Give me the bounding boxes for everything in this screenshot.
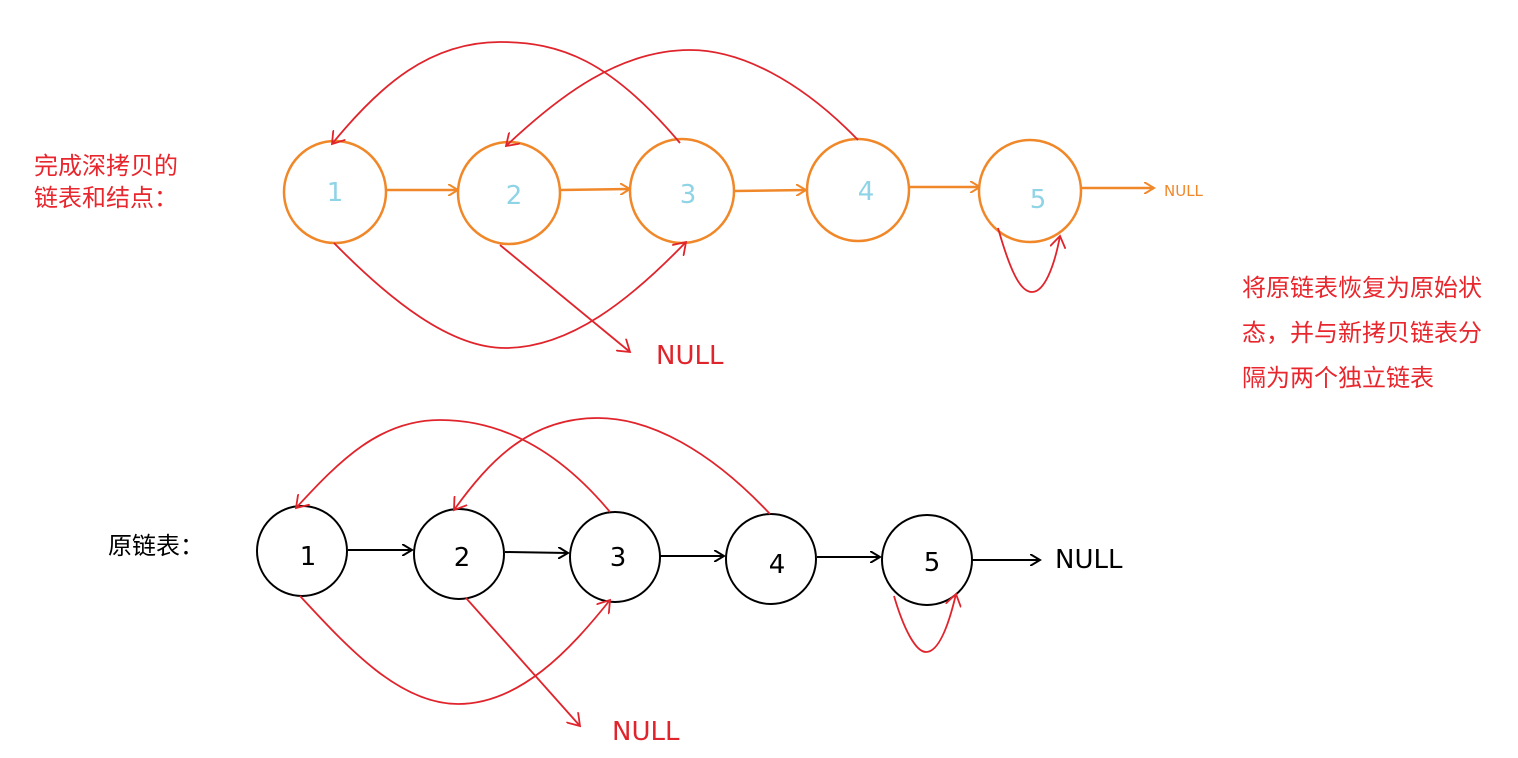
original-list: 1 2 3 4 5 NULL NULL (256, 417, 1123, 747)
original-random-4-to-2 (454, 417, 771, 515)
copied-random-5-self (997, 227, 1060, 293)
copied-random-null: NULL (656, 341, 724, 371)
original-random-3-to-1 (296, 419, 611, 513)
restore-note-text: 将原链表恢复为原始状态，并与新拷贝链表分隔为两个独立链表 (1242, 274, 1482, 392)
original-random-null: NULL (612, 717, 680, 747)
original-node-3-value: 3 (610, 543, 627, 573)
original-node-5-value: 5 (924, 548, 941, 578)
copied-node-4: 4 (805, 137, 911, 243)
original-list-label: 原链表： (108, 532, 204, 560)
original-random-1-to-3 (299, 595, 610, 705)
original-random-5-self (893, 594, 956, 653)
copied-node-1-value: 1 (327, 178, 344, 208)
copied-next-2-3 (559, 189, 630, 190)
copied-list-label-line-1: 完成深拷贝的 (34, 152, 178, 180)
copied-random-1-to-3 (333, 242, 686, 349)
original-node-4: 4 (725, 513, 817, 605)
copied-node-4-value: 4 (858, 177, 875, 207)
copied-random-4-to-2 (506, 49, 859, 146)
copied-node-5: 5 (977, 138, 1083, 244)
copied-node-2: 2 (456, 140, 562, 246)
copied-node-5-value: 5 (1030, 185, 1047, 215)
copied-list: 1 2 3 4 5 NULL NULL (282, 41, 1204, 371)
copied-list-label-line-2: 链表和结点： (34, 184, 178, 212)
copied-node-1: 1 (282, 139, 388, 245)
original-node-4-value: 4 (769, 550, 786, 580)
original-random-2-to-null (465, 597, 580, 726)
original-node-1: 1 (256, 505, 348, 597)
original-node-2-value: 2 (454, 543, 471, 573)
copied-list-label: 完成深拷贝的 链表和结点： (34, 150, 178, 214)
original-node-2: 2 (413, 508, 505, 600)
copied-node-3-value: 3 (680, 180, 697, 210)
original-node-5: 5 (881, 514, 973, 606)
original-node-3: 3 (569, 511, 661, 603)
original-tail-null: NULL (1055, 545, 1123, 575)
copied-next-3-4 (733, 190, 806, 191)
original-node-1-value: 1 (300, 542, 317, 572)
copied-random-3-to-1 (332, 41, 681, 144)
restore-note: 将原链表恢复为原始状态，并与新拷贝链表分隔为两个独立链表 (1242, 266, 1504, 414)
copied-node-3: 3 (628, 137, 736, 245)
copied-node-2-value: 2 (506, 181, 523, 211)
copied-tail-null: NULL (1164, 182, 1204, 200)
copied-random-2-to-null (499, 244, 630, 352)
original-next-2-3 (504, 552, 568, 553)
